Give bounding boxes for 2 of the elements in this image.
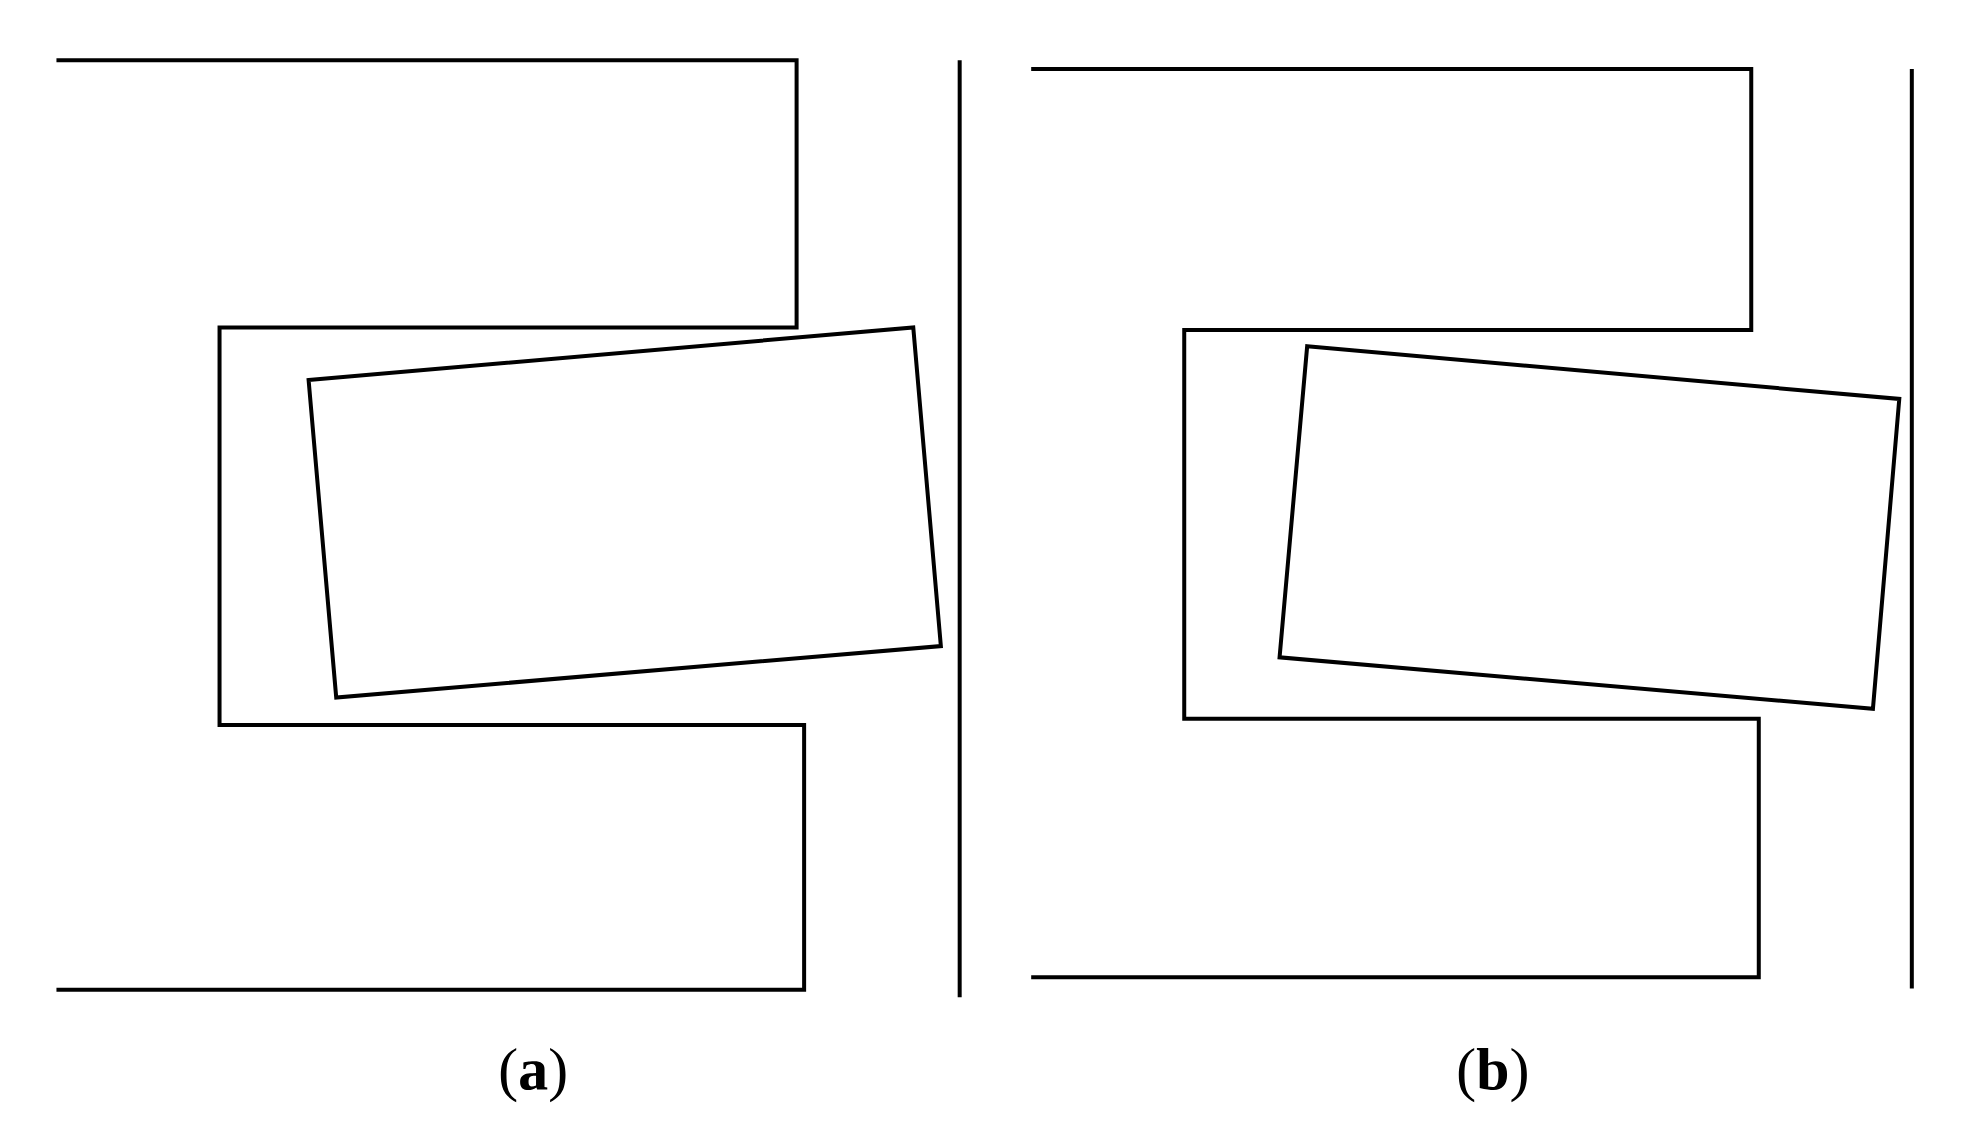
panel-label: (a) (500, 1048, 566, 1103)
panel-label: (b) (1458, 1048, 1527, 1103)
